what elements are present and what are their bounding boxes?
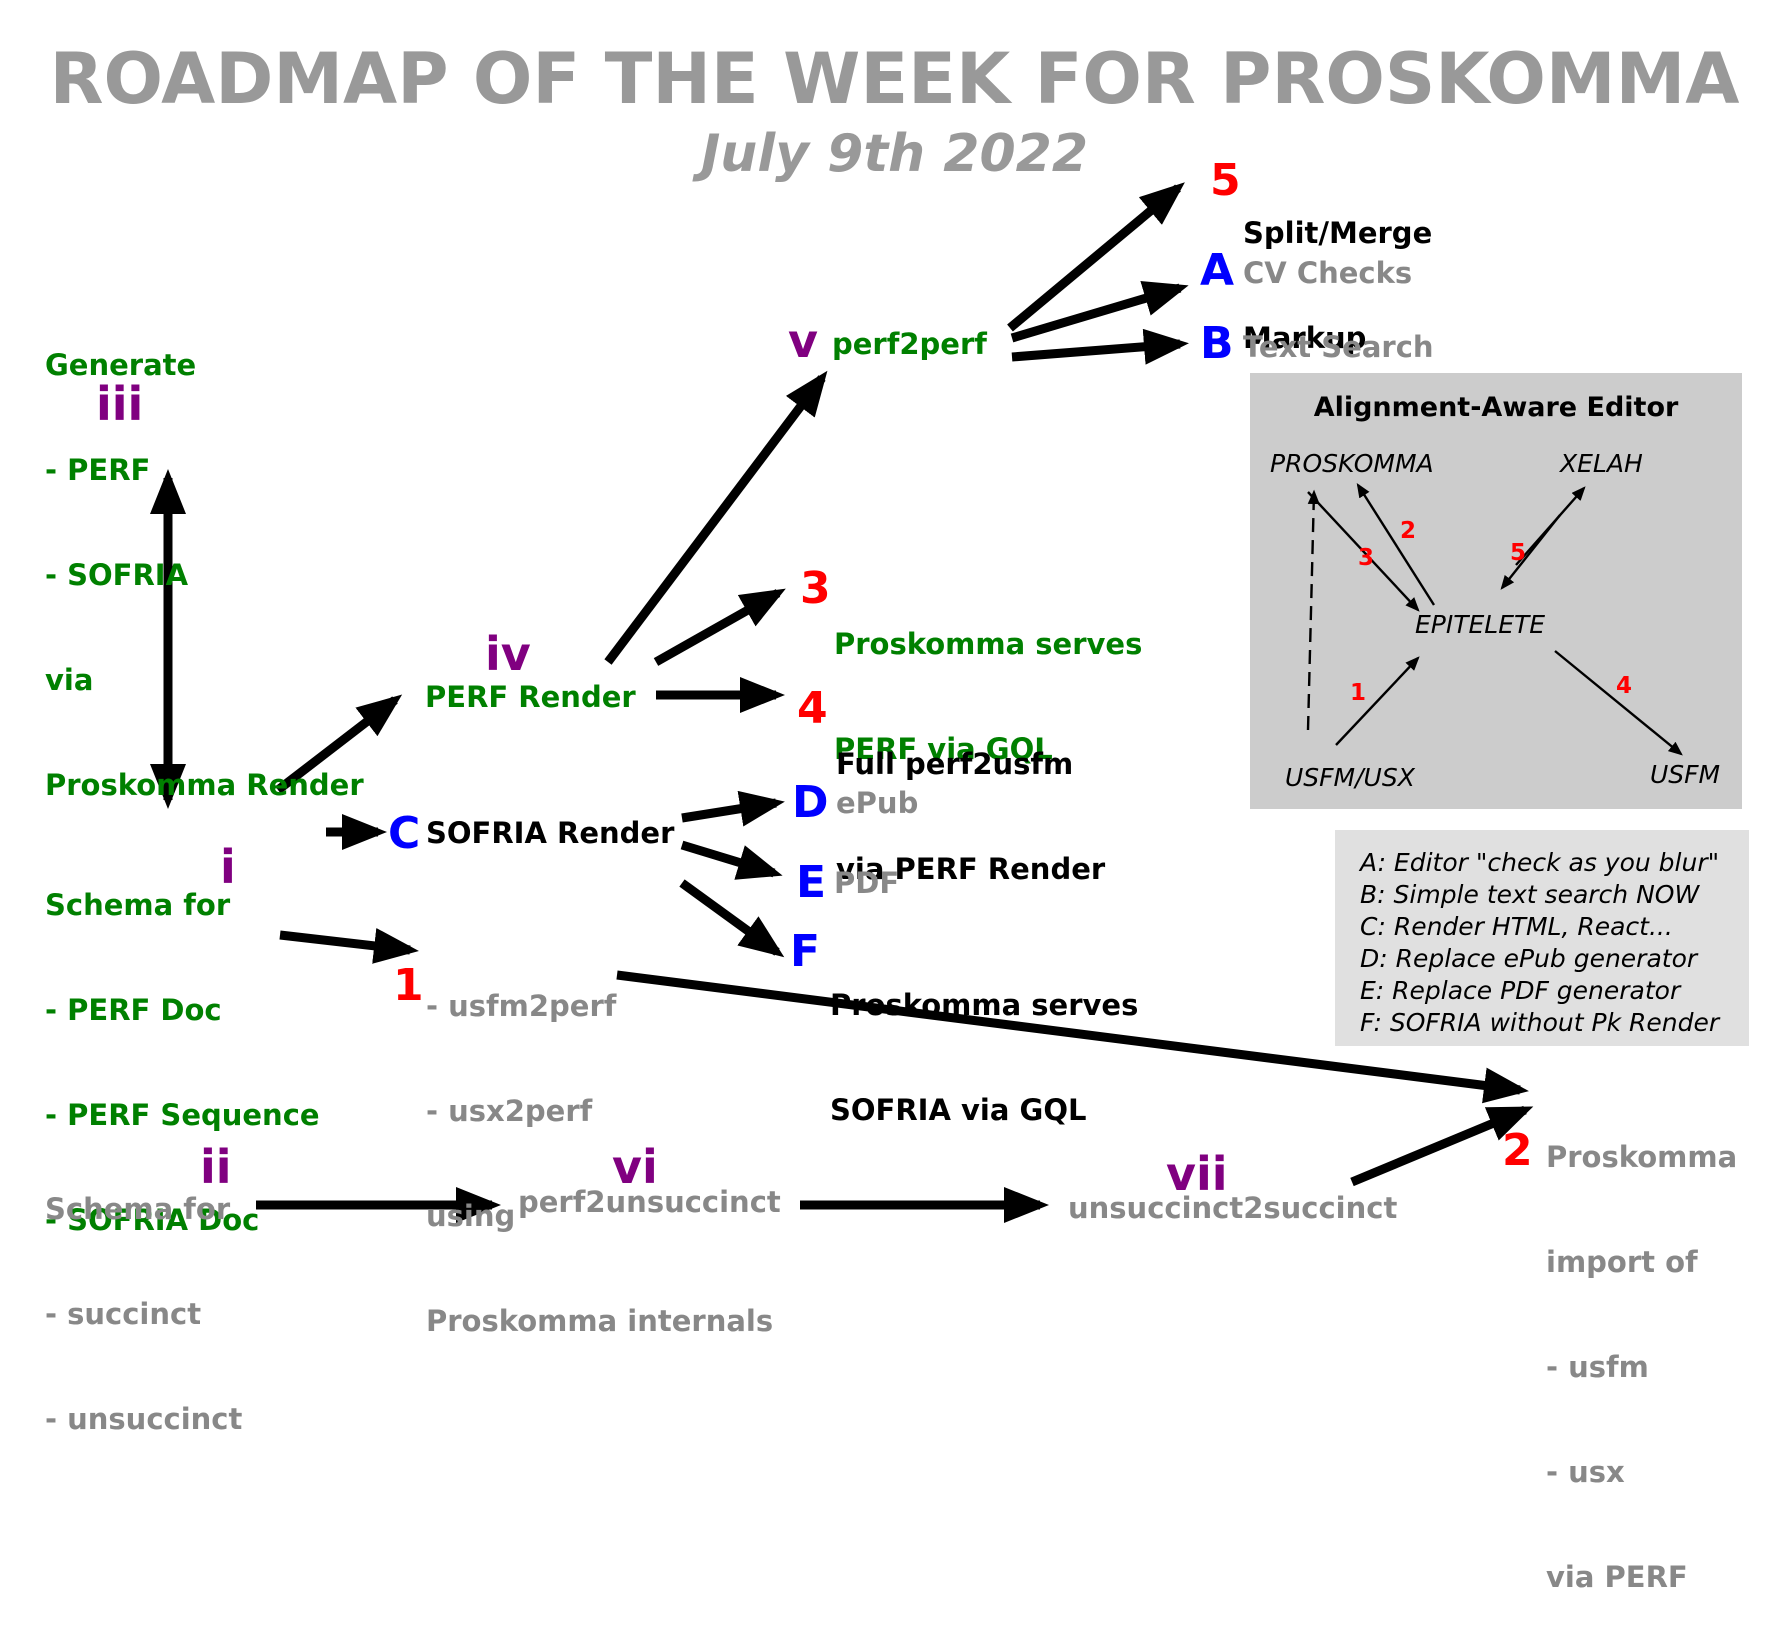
panel-step-4: 4 xyxy=(1616,673,1633,699)
arrow-perf2perf-to-split-merge xyxy=(1007,182,1185,332)
marker-iv: iv xyxy=(485,627,531,681)
arrow-schema-to-usfm2perf xyxy=(279,927,419,964)
node-perf2unsuccinct: perf2unsuccinct xyxy=(518,1185,781,1219)
legend-item-f: F: SOFRIA without Pk Render xyxy=(1360,1008,1720,1037)
marker-a: A xyxy=(1200,245,1235,296)
arrow-sofria-to-epub xyxy=(681,790,785,827)
marker-4: 4 xyxy=(797,683,828,734)
node-unsuccinct2succinct: unsuccinct2succinct xyxy=(1068,1191,1398,1225)
arrow-perf2perf-to-cv-checks xyxy=(1010,281,1189,343)
node-split-merge: Split/Merge Markup xyxy=(1243,216,1433,355)
panel-arrow-proskomma-to-epitelete xyxy=(1307,491,1420,612)
panel-node-xelah: XELAH xyxy=(1560,449,1643,478)
legend-item-a: A: Editor "check as you blur" xyxy=(1360,848,1720,877)
legend-item-c: C: Render HTML, React... xyxy=(1360,912,1673,941)
legend-item-e: E: Replace PDF generator xyxy=(1360,976,1681,1005)
node-text-search: Text Search xyxy=(1243,330,1434,364)
arrow-perf-render-to-perf2perf xyxy=(604,370,828,665)
node-usfm2perf: - usfm2perf - usx2perf using Proskomma i… xyxy=(426,989,774,1338)
marker-i: i xyxy=(220,840,236,894)
panel-node-usfm: USFM xyxy=(1650,760,1721,789)
node-serves-perf: Proskomma serves PERF via GQL xyxy=(834,627,1143,766)
panel-node-proskomma: PROSKOMMA xyxy=(1270,449,1434,478)
marker-iii: iii xyxy=(96,377,144,431)
marker-e: E xyxy=(796,857,827,908)
panel-step-5: 5 xyxy=(1510,540,1527,566)
legend-item-d: D: Replace ePub generator xyxy=(1360,944,1698,973)
marker-v: v xyxy=(788,314,818,368)
panel-step-1: 1 xyxy=(1350,680,1367,706)
panel-arrow-epitelete-to-proskomma xyxy=(1356,482,1436,606)
panel-arrow-usfmusx-to-epitelete xyxy=(1335,656,1420,746)
node-proskomma-import: Proskomma import of - usfm - usx via PER… xyxy=(1546,1140,1738,1594)
marker-f: F xyxy=(790,926,821,977)
marker-ii: ii xyxy=(200,1140,232,1194)
arrow-sofria-to-pdf xyxy=(680,840,783,880)
marker-vi: vi xyxy=(612,1140,658,1194)
marker-5: 5 xyxy=(1210,155,1241,206)
page-subtitle: July 9th 2022 xyxy=(700,124,1089,184)
panel-node-usfm-usx: USFM/USX xyxy=(1285,763,1415,792)
node-schema-perf: Schema for - PERF Doc - PERF Sequence - … xyxy=(45,888,320,1237)
node-full-perf2usfm: Full perf2usfm via PERF Render xyxy=(836,747,1106,886)
arrow-unsuccinct2succinct-to-import xyxy=(1350,1105,1534,1187)
marker-3: 3 xyxy=(800,563,831,614)
node-perf-render: PERF Render xyxy=(425,680,636,714)
arrow-usfm2perf-to-import xyxy=(616,970,1529,1104)
arrow-perf2perf-to-text-search xyxy=(1011,328,1189,365)
node-epub: ePub xyxy=(836,786,919,820)
editor-panel-title: Alignment-Aware Editor xyxy=(1313,392,1679,423)
arrow-perf-render-to-serves-perf xyxy=(653,588,786,666)
panel-arrow-epitelete-to-usfm xyxy=(1554,650,1683,756)
node-pdf: PDF xyxy=(834,866,900,900)
node-cv-checks: CV Checks xyxy=(1243,256,1413,290)
node-perf2perf: perf2perf xyxy=(832,327,987,361)
node-generate: Generate - PERF - SOFRIA via Proskomma R… xyxy=(45,348,364,802)
legend-panel xyxy=(1335,830,1749,1046)
marker-d: D xyxy=(792,777,829,828)
marker-1: 1 xyxy=(393,960,424,1011)
page-title: ROADMAP OF THE WEEK FOR PROSKOMMA xyxy=(49,38,1740,120)
panel-arrow-xelah-to-epitelete xyxy=(1500,514,1561,590)
marker-vii: vii xyxy=(1166,1147,1228,1201)
marker-2: 2 xyxy=(1502,1125,1533,1176)
panel-step-3: 3 xyxy=(1358,545,1375,571)
diagram-arrows xyxy=(150,182,1683,1223)
panel-arrow-usfmusx-to-proskomma xyxy=(1306,489,1320,731)
marker-b: B xyxy=(1200,318,1234,369)
legend-item-b: B: Simple text search NOW xyxy=(1360,880,1700,909)
marker-c: C xyxy=(388,808,421,859)
arrow-sofria-to-serves-sofria xyxy=(679,879,785,958)
panel-node-epitelete: EPITELETE xyxy=(1415,610,1546,639)
arrow-schema-to-perf-render xyxy=(275,694,403,794)
node-serves-sofria: Proskomma serves SOFRIA via GQL xyxy=(830,988,1139,1127)
node-sofria-render: SOFRIA Render xyxy=(426,816,675,850)
panel-step-2: 2 xyxy=(1400,518,1417,544)
